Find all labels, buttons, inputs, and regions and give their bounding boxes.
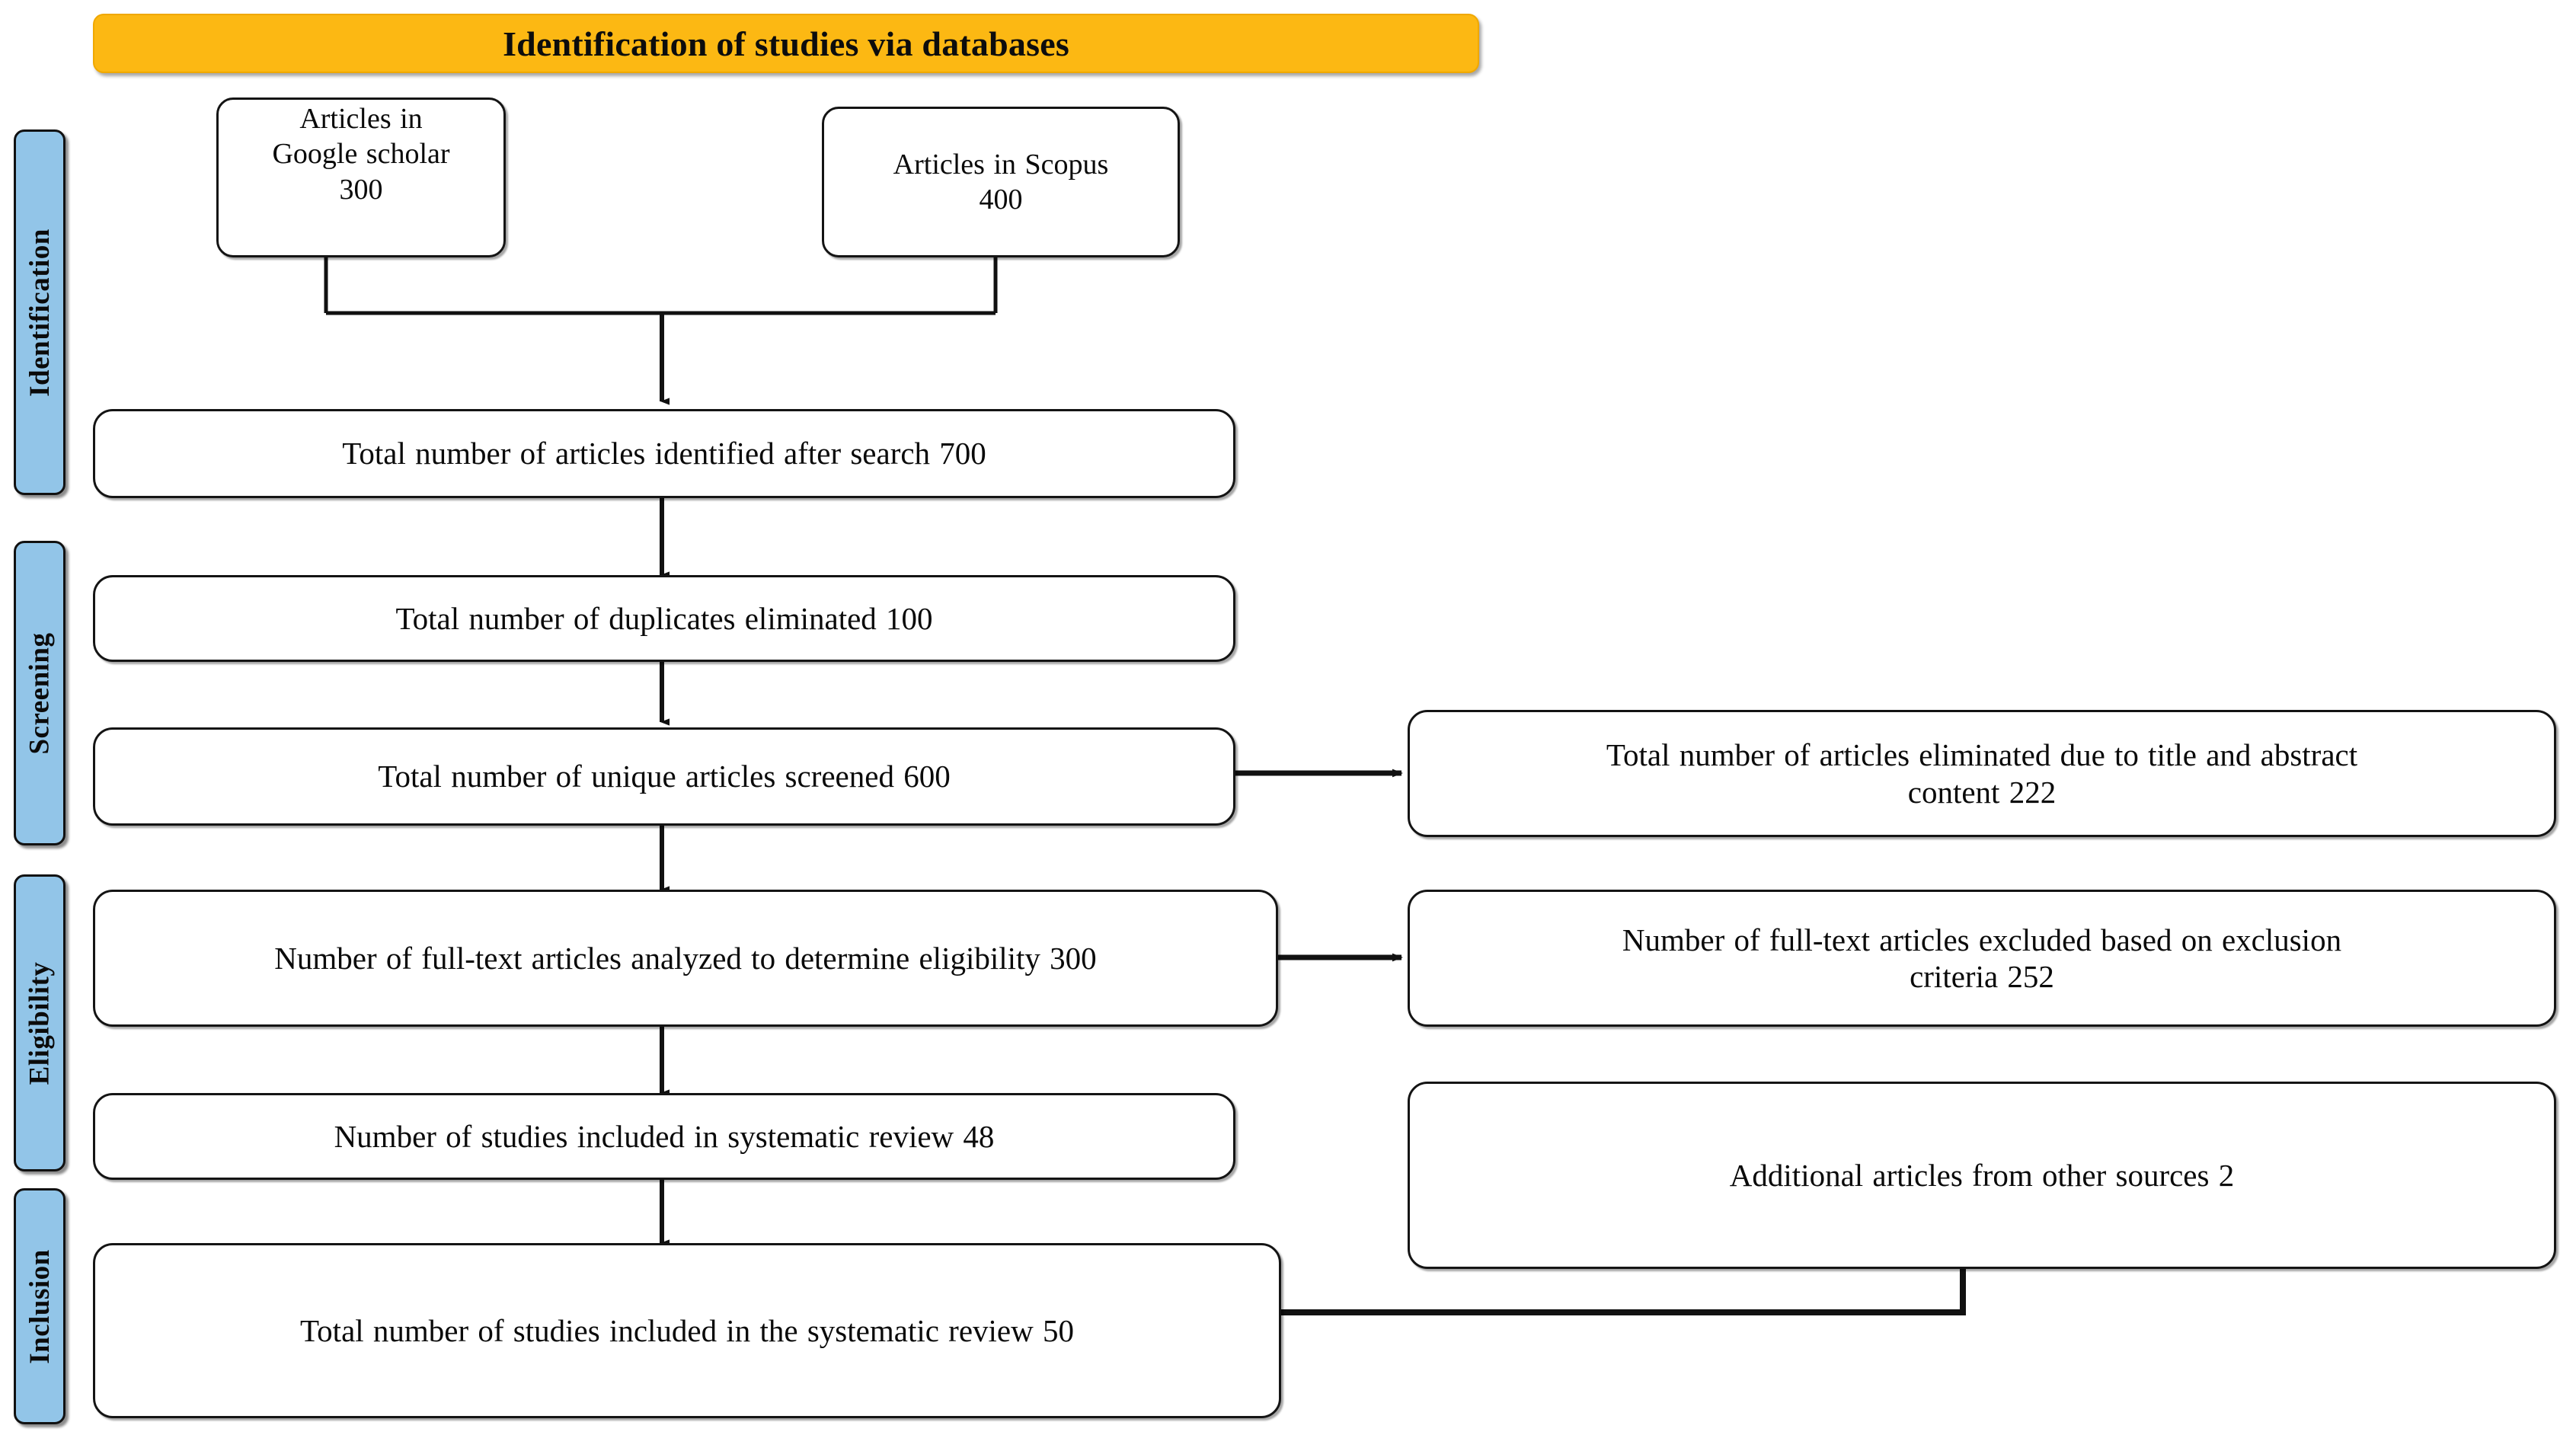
stage-label-eligibility: Eligibility — [14, 874, 66, 1171]
stage-label-identification-text: Identification — [24, 228, 56, 397]
box-identified-label: Total number of articles identified afte… — [342, 436, 986, 471]
connector-additional-to-total — [1270, 1269, 1966, 1318]
connector-sources-bracket — [324, 257, 998, 315]
stage-label-screening: Screening — [14, 541, 66, 845]
box-screened-label: Total number of unique articles screened… — [378, 759, 951, 794]
box-source-google-scholar: Articles in Google scholar 300 — [216, 97, 506, 257]
box-total-included: Total number of studies included in the … — [93, 1243, 1281, 1418]
box-source-scopus-label: Articles in Scopus 400 — [893, 148, 1109, 216]
box-identified: Total number of articles identified afte… — [93, 409, 1235, 498]
box-additional-sources-label: Additional articles from other sources 2 — [1729, 1157, 2235, 1193]
stage-label-eligibility-text: Eligibility — [24, 961, 56, 1085]
box-duplicates-label: Total number of duplicates eliminated 10… — [395, 600, 933, 636]
page-title: Identification of studies via databases — [503, 24, 1069, 63]
box-excluded-criteria: Number of full-text articles excluded ba… — [1408, 890, 2556, 1027]
box-excluded-title-abstract: Total number of articles eliminated due … — [1408, 710, 2556, 837]
stage-label-inclusion: Inclusion — [14, 1188, 66, 1424]
box-excluded-title-abstract-label: Total number of articles eliminated due … — [1606, 737, 2358, 810]
box-full-text-analyzed-label: Number of full-text articles analyzed to… — [274, 940, 1097, 976]
stage-label-identification: Identification — [14, 129, 66, 495]
box-source-scopus: Articles in Scopus 400 — [822, 107, 1180, 257]
box-additional-sources: Additional articles from other sources 2 — [1408, 1082, 2556, 1269]
box-full-text-analyzed: Number of full-text articles analyzed to… — [93, 890, 1278, 1027]
stage-label-inclusion-text: Inclusion — [24, 1248, 56, 1364]
box-included-systematic: Number of studies included in systematic… — [93, 1093, 1235, 1180]
box-total-included-label: Total number of studies included in the … — [300, 1312, 1074, 1348]
box-included-systematic-label: Number of studies included in systematic… — [334, 1118, 995, 1154]
box-source-google-scholar-label: Articles in Google scholar 300 — [272, 103, 450, 206]
box-duplicates: Total number of duplicates eliminated 10… — [93, 575, 1235, 662]
box-screened: Total number of unique articles screened… — [93, 727, 1235, 826]
box-excluded-criteria-label: Number of full-text articles excluded ba… — [1622, 922, 2342, 994]
stage-label-screening-text: Screening — [24, 631, 56, 755]
diagram-title-banner: Identification of studies via databases — [93, 14, 1479, 73]
